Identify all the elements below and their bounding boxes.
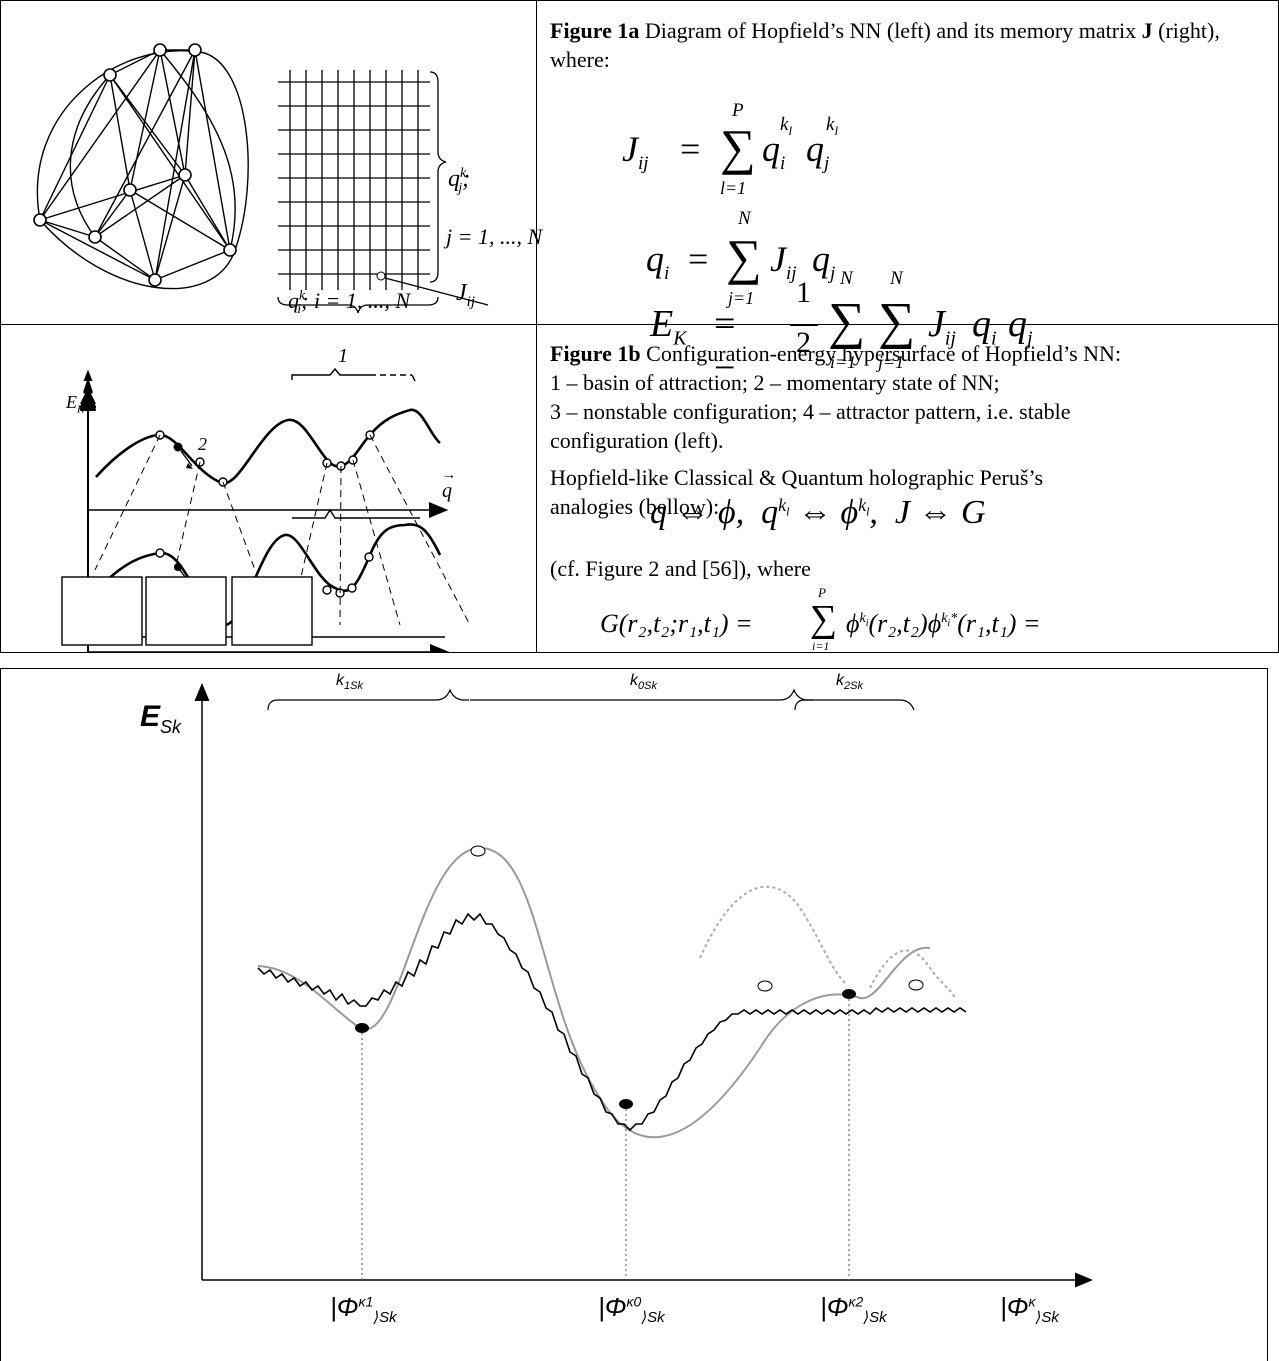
matrix-label-bottom: qki; i = 1, ..., N <box>288 288 411 318</box>
network-graph <box>36 49 249 290</box>
bottom-brace <box>277 296 439 314</box>
curve-state-markers <box>155 430 375 487</box>
fig2-frame <box>0 668 1268 1361</box>
memory-matrix-grid <box>278 70 430 290</box>
fig1b-caption: Figure 1b Configuration-energy hypersurf… <box>550 339 1270 521</box>
table-col-divider <box>536 0 537 653</box>
cf-text: (cf. Figure 2 and [56]), where <box>550 556 811 581</box>
fig2-markers <box>355 845 924 1109</box>
graph-axis-x-label: q→ <box>442 468 456 502</box>
fig2-drop-lines <box>361 999 850 1280</box>
basin-bracket-1 <box>291 367 370 380</box>
fig1b-left-scaled <box>61 367 471 646</box>
hopfield-network-diagram <box>33 43 489 314</box>
smooth-energy-curve <box>257 846 931 1139</box>
graph-basin-label: 1 <box>338 345 348 367</box>
table-row-divider <box>0 324 1279 325</box>
matrix-label-right-top: qkj; <box>448 166 471 196</box>
network-nodes <box>33 43 237 287</box>
quantum-energy-landscape <box>194 683 1093 1288</box>
brace-label-k1: k1Sk <box>336 672 363 693</box>
analogies-equation: q ⇔ ϕ, qkl ⇔ ϕkl, J ⇔ G <box>650 494 986 531</box>
x-label-phi-k2: |Φκ2⟩Sk <box>820 1292 887 1327</box>
hopfield-energy-graphic <box>88 644 450 653</box>
analogies-text: Hopfield-like Classical & Quantum hologr… <box>550 465 1044 519</box>
wiggly-energy-curve <box>257 912 967 1132</box>
matrix-element-marker <box>376 271 386 281</box>
matrix-label-element: Jij <box>456 280 475 310</box>
x-label-phi-k: |Φκ⟩Sk <box>1000 1292 1059 1327</box>
fig2-y-label: ESk <box>140 700 182 737</box>
brace-label-k0: k0Sk <box>630 672 657 693</box>
x-label-phi-k0: |Φκ0⟩Sk <box>598 1292 665 1327</box>
legend-line-1: 1 – basin of attraction; 2 – momentary s… <box>550 370 1000 395</box>
momentary-state <box>173 442 183 452</box>
matrix-label-right-bottom: j = 1, ..., N <box>446 224 543 249</box>
momentary-state-marker <box>174 563 182 571</box>
x-label-phi-k1: |Φκ1⟩Sk <box>330 1292 397 1327</box>
brace-k1 <box>267 688 469 711</box>
brace-label-k2: k2Sk <box>836 672 863 693</box>
legend-line-2: 3 – nonstable configuration; 4 – attract… <box>550 399 1071 424</box>
graph-state-label: 2 <box>198 434 207 454</box>
brace-k0 <box>469 688 813 701</box>
right-brace <box>429 71 447 283</box>
energy-curve-line <box>95 408 441 485</box>
top-pattern-boxes <box>61 576 313 646</box>
legend-line-3: configuration (left). <box>550 428 724 453</box>
fig1a-caption: Figure 1a Diagram of Hopfield’s NN (left… <box>550 18 1220 72</box>
brace-k2 <box>794 699 915 711</box>
energy-curve <box>94 523 442 627</box>
